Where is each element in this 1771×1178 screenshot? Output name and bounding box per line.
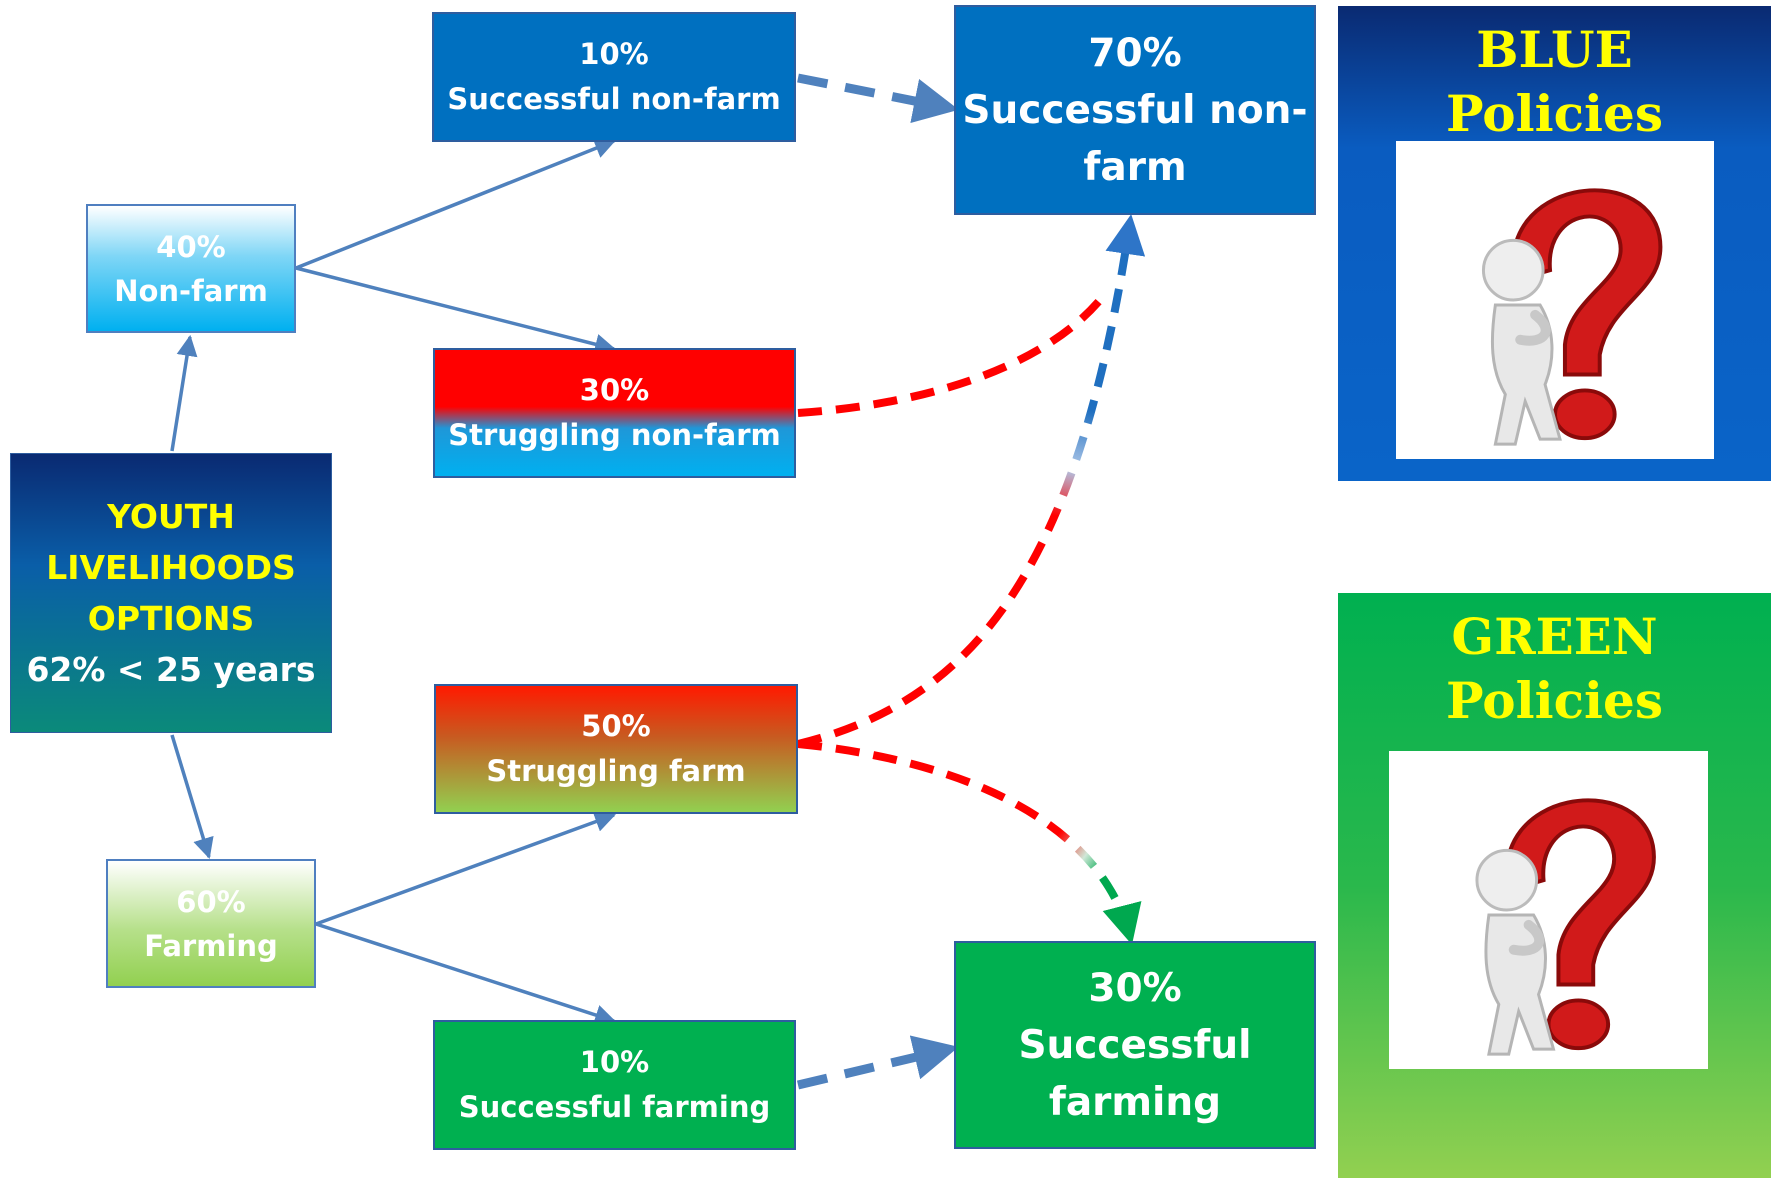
nonfarm-pct: 40% <box>156 229 226 264</box>
nonfarm-box: 40% Non-farm <box>86 204 296 333</box>
green-policies-title-line2: Policies <box>1446 671 1663 730</box>
struggling-farm-50-pct: 50% <box>581 709 651 743</box>
successful-farming-30-label-line2: farming <box>1048 1079 1222 1125</box>
successful-farming-30-box: 30% Successful farming <box>954 941 1316 1149</box>
blue-policies-title-line2: Policies <box>1446 84 1663 143</box>
question-mark-thinker-icon <box>1396 141 1714 459</box>
farming-label: Farming <box>144 928 278 963</box>
blue-policies-title: BLUE Policies <box>1338 18 1771 146</box>
arrow-farming-to-successful <box>315 922 616 1026</box>
successful-farming-10-box: 10% Successful farming <box>433 1020 796 1150</box>
farming-box: 60% Farming <box>106 859 316 988</box>
dashed-curve-struggling-farm-to-snf70 <box>797 214 1146 748</box>
dashed-arrow-snf10-to-snf70 <box>797 73 959 124</box>
successful-nonfarm-70-label-line1: Successful non- <box>962 87 1308 133</box>
farming-pct: 60% <box>176 884 246 919</box>
successful-farming-10-pct: 10% <box>579 1045 650 1079</box>
arrow-youth-to-farming <box>170 734 214 860</box>
green-policies-title-line1: GREEN <box>1451 607 1658 666</box>
question-mark-thinker-icon <box>1389 751 1708 1069</box>
arrow-nonfarm-to-successful <box>295 138 616 270</box>
youth-stat: 62% < 25 years <box>26 650 316 689</box>
successful-nonfarm-70-box: 70% Successful non- farm <box>954 5 1316 215</box>
green-policies-panel: GREEN Policies <box>1338 593 1771 1178</box>
arrow-nonfarm-to-struggling <box>295 266 617 355</box>
successful-nonfarm-70-pct: 70% <box>1088 30 1182 76</box>
green-policies-title: GREEN Policies <box>1338 605 1771 733</box>
dashed-arrow-sfm10-to-sfm30 <box>796 1035 959 1090</box>
youth-title-line2: LIVELIHOODS <box>46 548 296 587</box>
successful-nonfarm-10-pct: 10% <box>579 37 649 71</box>
successful-nonfarm-70-label-line2: farm <box>1083 144 1187 190</box>
arrow-farming-to-struggling <box>315 811 616 926</box>
successful-farming-30-pct: 30% <box>1088 965 1182 1011</box>
successful-farming-10-label: Successful farming <box>458 1090 771 1124</box>
struggling-nonfarm-30-label: Struggling non-farm <box>448 418 781 452</box>
youth-title-line1: YOUTH <box>107 497 235 536</box>
youth-livelihoods-options-box: YOUTH LIVELIHOODS OPTIONS 62% < 25 years <box>10 453 332 733</box>
dashed-curve-struggling-nonfarm-to-snf70 <box>797 297 1104 417</box>
struggling-farm-50-label: Struggling farm <box>486 754 746 788</box>
blue-policies-title-line1: BLUE <box>1476 20 1633 79</box>
dashed-curve-struggling-farm-to-sfm30 <box>797 740 1142 945</box>
successful-farming-30-label-line1: Successful <box>1018 1022 1252 1068</box>
struggling-farm-50-box: 50% Struggling farm <box>434 684 798 814</box>
youth-title-line3: OPTIONS <box>87 599 255 638</box>
arrow-youth-to-nonfarm <box>170 334 198 452</box>
nonfarm-label: Non-farm <box>114 273 268 308</box>
struggling-nonfarm-30-box: 30% Struggling non-farm <box>433 348 796 478</box>
successful-nonfarm-10-box: 10% Successful non-farm <box>432 12 796 142</box>
blue-policies-panel: BLUE Policies <box>1338 6 1771 481</box>
successful-nonfarm-10-label: Successful non-farm <box>447 82 781 116</box>
struggling-nonfarm-30-pct: 30% <box>579 373 650 407</box>
